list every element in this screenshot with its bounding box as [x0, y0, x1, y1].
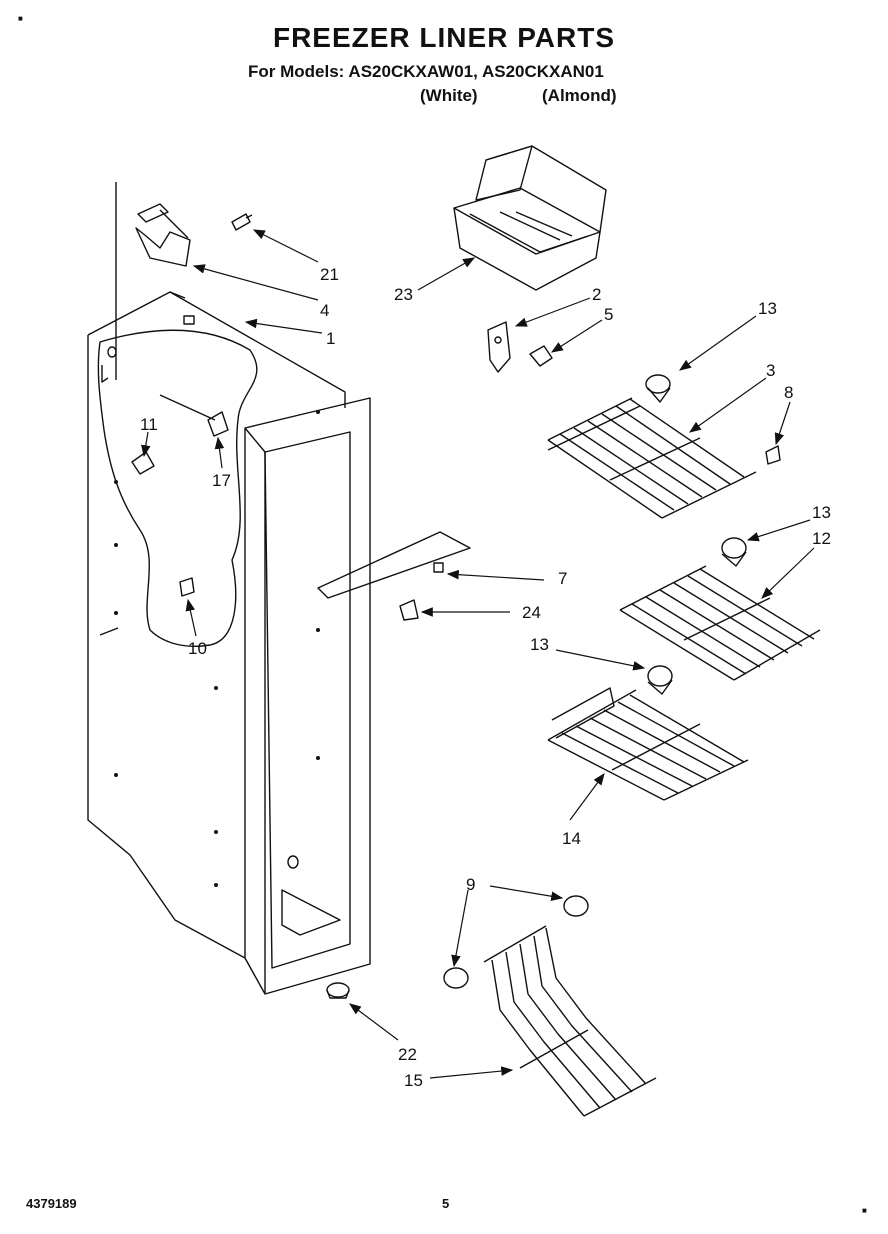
screw-5	[529, 345, 553, 367]
part-10	[179, 577, 195, 597]
basket-support-9b	[443, 967, 469, 989]
callout-24: 24	[522, 603, 541, 622]
callout-12: 12	[812, 529, 831, 548]
callout-2: 2	[592, 285, 601, 304]
freezer-liner	[87, 182, 371, 995]
callout-10: 10	[188, 639, 207, 658]
corner-mark-bottom-right: ■	[862, 1206, 867, 1215]
wire-shelf-12	[619, 565, 821, 681]
callout-23: 23	[394, 285, 413, 304]
callout-13-low: 13	[530, 635, 549, 654]
callout-9: 9	[466, 875, 475, 894]
hinge-bracket	[135, 203, 191, 267]
callout-21: 21	[320, 265, 339, 284]
shelf-bracket-2	[487, 321, 511, 373]
liner-holes	[114, 410, 320, 887]
wire-shelf-3	[547, 397, 757, 519]
part-11	[131, 451, 155, 475]
callout-11: 11	[140, 415, 158, 434]
callout-8: 8	[784, 383, 793, 402]
callout-14: 14	[562, 829, 581, 848]
part-7	[433, 562, 444, 573]
doc-number: 4379189	[26, 1196, 77, 1211]
screw-21	[231, 213, 253, 231]
part-24	[399, 599, 419, 621]
callout-5: 5	[604, 305, 613, 324]
callout-13-mid: 13	[812, 503, 831, 522]
callout-4: 4	[320, 301, 329, 320]
callout-labels: 21 4 1 23 2 5 13 3 8 11 17 13 12 7 24 10…	[140, 265, 831, 1090]
corner-mark-top-left: ■	[18, 14, 23, 23]
shelf-support-13b	[721, 537, 747, 567]
shelf-support-13a	[645, 374, 671, 403]
clip-8	[765, 445, 781, 465]
variant-almond: (Almond)	[542, 86, 617, 105]
basket-support-9a	[563, 895, 589, 917]
callout-17: 17	[212, 471, 231, 490]
wire-shelf-14	[547, 687, 749, 801]
page-title: FREEZER LINER PARTS	[272, 22, 616, 53]
tape-panel	[317, 531, 471, 599]
wire-basket-15	[483, 925, 657, 1117]
callout-3: 3	[766, 361, 775, 380]
page-number: 5	[442, 1196, 450, 1211]
callout-15: 15	[404, 1071, 423, 1090]
shelf-support-13c	[647, 665, 673, 695]
part-17	[207, 411, 229, 437]
variant-white: (White)	[420, 86, 478, 105]
models-line: For Models: AS20CKXAW01, AS20CKXAN01	[248, 62, 604, 81]
callout-1: 1	[326, 329, 335, 348]
callout-7: 7	[558, 569, 567, 588]
callout-22: 22	[398, 1045, 417, 1064]
plug-22	[326, 982, 350, 999]
ice-bin	[453, 145, 607, 291]
callout-13-top: 13	[758, 299, 777, 318]
leader-arrows	[141, 229, 815, 1079]
